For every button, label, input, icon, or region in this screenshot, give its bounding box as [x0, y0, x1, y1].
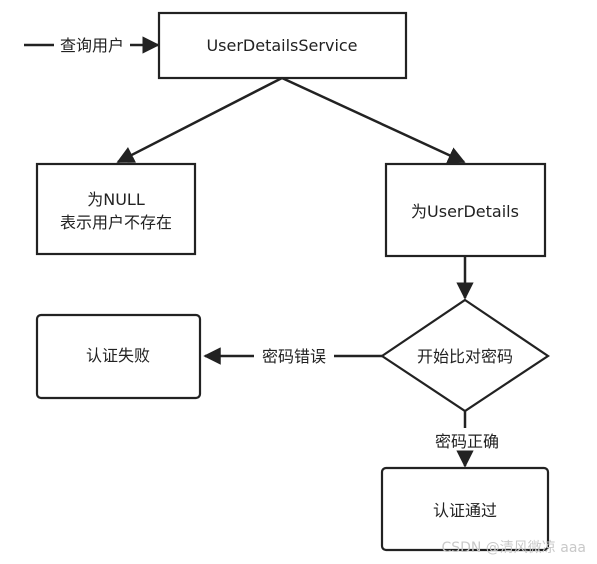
node-user-details-result: 为UserDetails: [384, 162, 547, 258]
node-null-result: 为NULL 表示用户不存在: [35, 162, 197, 256]
node-user-details-service: UserDetailsService: [157, 11, 408, 80]
node-auth-fail-box: [35, 313, 202, 400]
node-auth-fail-label: 认证失败: [86, 346, 150, 365]
edge-label-password-correct: 密码正确: [435, 432, 499, 451]
node-auth-pass-box: [380, 466, 550, 552]
node-auth-pass-label: 认证通过: [433, 501, 497, 520]
node-compare-password: 开始比对密码: [380, 298, 550, 413]
node-user-details-service-box: [157, 11, 408, 80]
edge-label-password-wrong: 密码错误: [262, 347, 326, 366]
node-null-result-line1: 为NULL: [87, 190, 145, 209]
node-user-details-result-label: 为UserDetails: [411, 202, 519, 221]
node-auth-fail: 认证失败: [35, 313, 202, 400]
edge-password-correct: 密码正确: [435, 411, 499, 468]
edge-password-wrong: 密码错误: [203, 347, 382, 366]
node-user-details-result-box: [384, 162, 547, 258]
node-compare-password-label: 开始比对密码: [417, 347, 513, 366]
node-auth-pass: 认证通过: [380, 466, 550, 552]
node-null-result-line2: 表示用户不存在: [60, 213, 172, 232]
node-null-result-box: [35, 162, 197, 256]
watermark-text: CSDN @清风微凉 aaa: [441, 540, 586, 556]
node-user-details-service-label: UserDetailsService: [206, 36, 357, 55]
edge-query-user: 查询用户: [24, 36, 160, 55]
edge-service-to-null: [116, 76, 283, 164]
edge-label-query-user: 查询用户: [60, 36, 124, 55]
edge-service-to-details: [281, 76, 466, 164]
